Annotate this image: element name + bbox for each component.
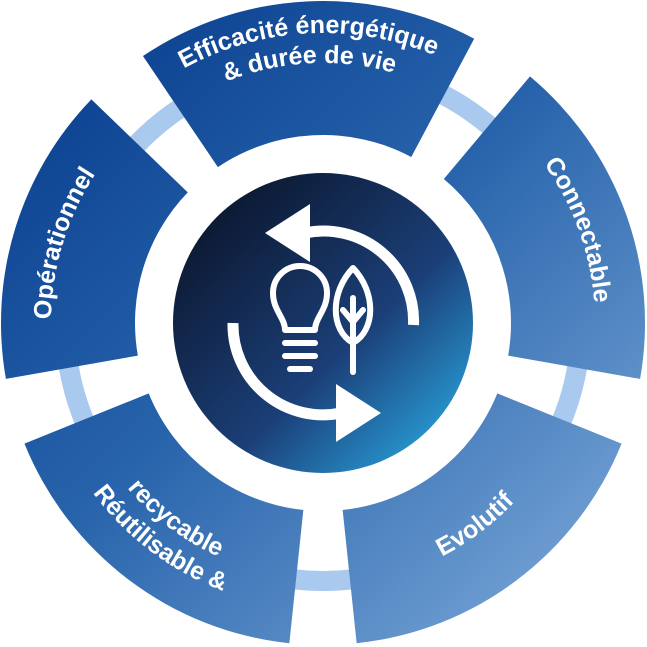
segment-connector [435, 84, 499, 136]
segment-connectors [58, 84, 588, 591]
center-disc [173, 173, 473, 473]
segment-connector [290, 569, 356, 591]
ring-segment-bottom-left [24, 393, 304, 644]
leaf-icon [332, 265, 374, 375]
segment-connector [58, 361, 95, 428]
ring-segment-bottom-right [342, 393, 622, 644]
ring-segment-right [443, 76, 645, 379]
cycle-arrows-icon [227, 204, 420, 442]
ring-segment-left [0, 99, 188, 379]
lightbulb-icon [270, 263, 330, 372]
segment-connector [551, 361, 588, 428]
segment-connector [126, 98, 188, 154]
ring-segment-top [142, 1, 475, 168]
